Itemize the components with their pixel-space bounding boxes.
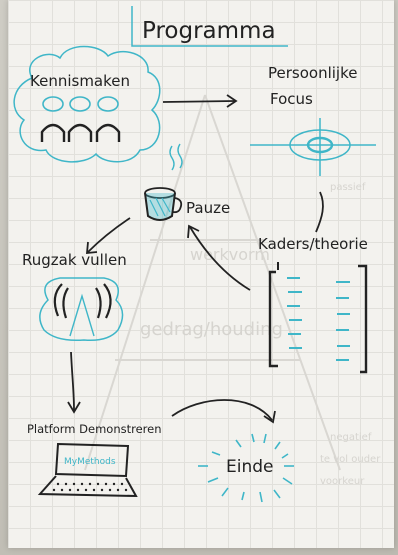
people-icons [42, 96, 119, 112]
coffee-cup-icon [144, 143, 183, 221]
arrow-kennismaken-focus [162, 94, 238, 108]
ghost-text-gedrag: gedrag/houding [140, 319, 283, 340]
background-pyramid [84, 94, 341, 471]
laptop-icon [37, 442, 138, 498]
backpack-icon [39, 277, 124, 342]
focus-label-line2: Focus [270, 90, 313, 108]
ghost-note-1: passief [330, 182, 366, 193]
arrow-kaders-pauze [187, 224, 251, 291]
arrow-pauze-rugzak [86, 217, 131, 255]
laptop-screen-text: MyMethods [64, 457, 116, 467]
page-title: Programma [142, 18, 276, 44]
ghost-note-2: negatief [330, 432, 372, 443]
arrow-rugzak-platform [67, 351, 81, 414]
document-icon [268, 262, 368, 374]
ghost-text-werkvorm: werkvorm [190, 245, 270, 264]
kennismaken-cloud [13, 45, 161, 163]
people-shoulders [40, 123, 121, 142]
kennismaken-label: Kennismaken [30, 72, 130, 90]
kaders-label: Kaders/theorie [258, 235, 368, 253]
einde-rays [198, 433, 294, 503]
line-focus-kaders [315, 191, 324, 233]
ghost-note-3: te vol ouder [320, 454, 381, 465]
rugzak-label: Rugzak vullen [22, 251, 127, 269]
arrow-platform-einde [171, 399, 276, 424]
title-frame [131, 6, 288, 47]
focus-label-line1: Persoonlijke [268, 64, 357, 82]
ghost-note-4: voorkeur [320, 476, 365, 487]
target-icon [250, 118, 376, 176]
pauze-label: Pauze [186, 199, 230, 217]
platform-label: Platform Demonstreren [27, 422, 162, 436]
einde-label: Einde [226, 457, 274, 477]
flipchart-sheet [8, 0, 394, 548]
